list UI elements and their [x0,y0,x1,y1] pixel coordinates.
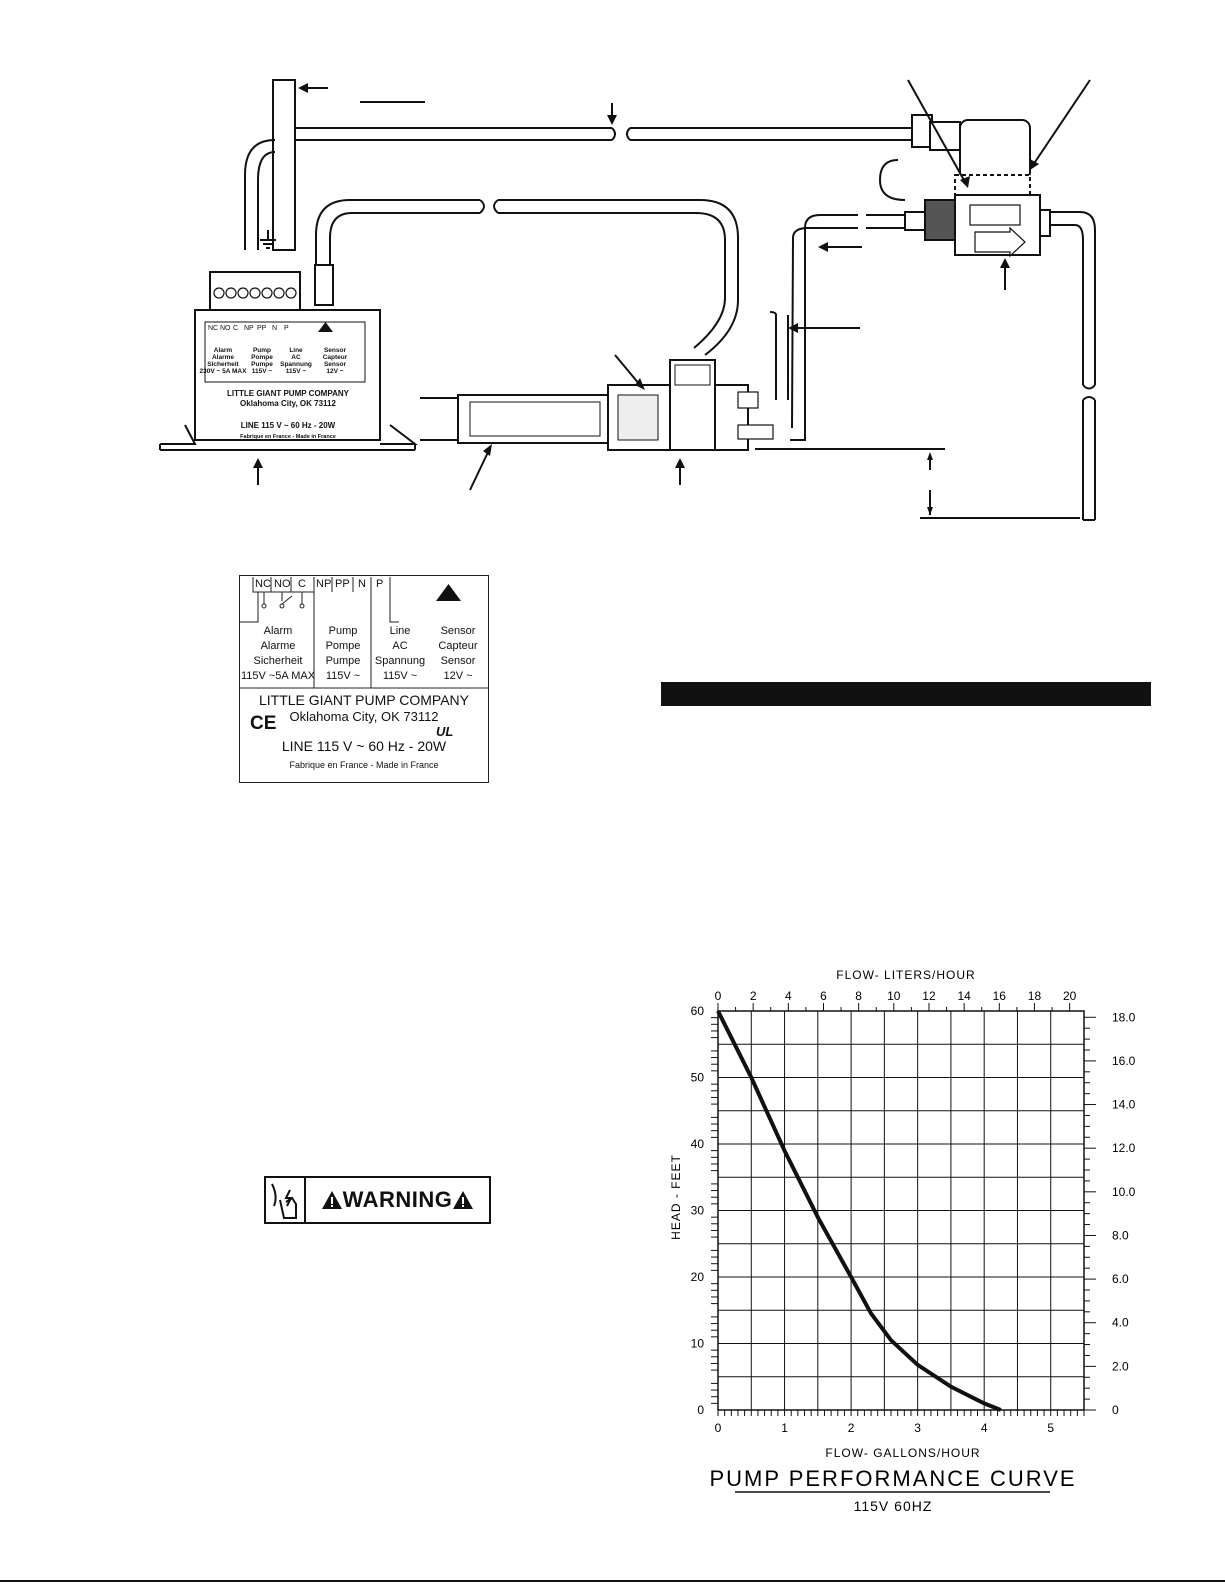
terminal-no: NO [274,578,291,590]
pump-group: Pump Pompe Pumpe 115V ~ [325,625,361,682]
svg-text:Line: Line [289,347,303,354]
x2-tick-label: 16 [993,989,1007,1003]
svg-text:Sensor: Sensor [324,361,347,368]
y-tick-label: 50 [691,1071,705,1085]
svg-text:12V ~: 12V ~ [326,368,343,375]
electric-shock-hand-icon [266,1178,306,1222]
x2-tick-label: 6 [820,989,827,1003]
power-rating: LINE 115 V ~ 60 Hz - 20W [281,738,447,754]
svg-text:NP: NP [244,325,254,332]
warning-label: WARNING [306,1178,489,1222]
svg-text:PP: PP [257,325,267,332]
svg-text:Oklahoma City, OK 73112: Oklahoma City, OK 73112 [240,399,336,408]
svg-text:115V ~: 115V ~ [252,368,273,375]
line-group: Line AC Spannung 115V ~ [374,625,426,682]
svg-text:LINE 115 V ~ 60 Hz - 20W: LINE 115 V ~ 60 Hz - 20W [241,421,336,430]
svg-text:Pump: Pump [253,347,271,354]
svg-text:Spannung: Spannung [280,361,312,368]
x2-tick-label: 2 [750,989,757,1003]
terminal-p: P [376,578,384,590]
x-tick-label: 1 [781,1421,788,1435]
chart-subtitle: 115V 60HZ [854,1498,933,1514]
company-city: Oklahoma City, OK 73112 [289,709,439,724]
installation-diagram: NC NO C NP PP N P Alarm Alarme Sicherhei… [159,79,1096,521]
terminal-np: NP [316,578,332,590]
svg-text:Alarme: Alarme [212,354,234,361]
y2-tick-label: 0 [1112,1403,1119,1417]
footer-rule [0,1580,1225,1582]
ce-mark: CE [250,713,277,734]
label-frame [240,577,488,689]
y2-tick-label: 2.0 [1112,1359,1129,1373]
svg-text:Sicherheit: Sicherheit [207,361,239,368]
svg-text:Pumpe: Pumpe [251,361,273,368]
x-tick-label: 3 [914,1421,921,1435]
y-tick-label: 20 [691,1270,705,1284]
performance-curve [716,1010,1002,1412]
mini-terminals: NC [208,325,218,332]
control-box-label: NC NO C NP PP N P Alarm Alarme Sicherhei… [239,575,489,783]
svg-text:Sensor: Sensor [324,347,347,354]
svg-text:Capteur: Capteur [323,354,348,361]
svg-text:115V ~: 115V ~ [286,368,307,375]
y-tick-label: 10 [691,1337,705,1351]
sensor-group: Sensor Capteur Sensor 12V ~ [438,625,478,682]
y2-tick-label: 14.0 [1112,1098,1136,1112]
y2-tick-label: 18.0 [1112,1010,1136,1024]
y2-tick-label: 8.0 [1112,1228,1129,1242]
svg-text:P: P [284,325,289,332]
terminal-c: C [298,578,306,590]
svg-text:N: N [272,325,277,332]
y2-tick-label: 4.0 [1112,1316,1129,1330]
warning-box: WARNING [264,1176,491,1224]
alert-triangle-icon [453,1191,474,1209]
ul-mark: UL [436,724,454,739]
y-axis-label: HEAD - FEET [669,1154,683,1240]
svg-text:NO: NO [220,325,231,332]
x2-tick-label: 12 [922,989,936,1003]
x-tick-label: 4 [981,1421,988,1435]
made-in: Fabrique en France - Made in France [289,760,439,770]
terminal-n: N [358,578,366,590]
alarm-group: Alarm Alarme Sicherheit 115V ~5A MAX [240,625,316,682]
company-name: LITTLE GIANT PUMP COMPANY [258,692,470,708]
x2-tick-label: 0 [715,989,722,1003]
y-tick-label: 60 [691,1004,705,1018]
svg-text:AC: AC [291,354,301,361]
svg-text:Fabrique en France - Made in F: Fabrique en France - Made in France [240,434,336,440]
y-tick-label: 30 [691,1204,705,1218]
terminal-pp: PP [335,578,350,590]
x-tick-label: 5 [1047,1421,1054,1435]
alert-triangle-icon [321,1191,342,1209]
y2-tick-label: 10.0 [1112,1185,1136,1199]
svg-text:Pompe: Pompe [251,354,273,361]
x-axis-label: FLOW- GALLONS/HOUR [825,1446,980,1460]
x2-tick-label: 8 [855,989,862,1003]
x-tick-label: 0 [715,1421,722,1435]
x-tick-label: 2 [848,1421,855,1435]
svg-text:C: C [233,325,238,332]
x2-tick-label: 20 [1063,989,1077,1003]
svg-text:LITTLE GIANT PUMP COMPANY: LITTLE GIANT PUMP COMPANY [227,389,350,398]
x2-tick-label: 18 [1028,989,1042,1003]
y2-tick-label: 16.0 [1112,1054,1136,1068]
y2-tick-label: 12.0 [1112,1141,1136,1155]
y-tick-label: 40 [691,1137,705,1151]
svg-text:230V ~ 5A MAX: 230V ~ 5A MAX [200,368,248,375]
x2-tick-label: 14 [957,989,971,1003]
y-tick-label: 0 [697,1403,704,1417]
x2-tick-label: 4 [785,989,792,1003]
y2-tick-label: 6.0 [1112,1272,1129,1286]
svg-text:Alarm: Alarm [214,347,233,354]
x2-tick-label: 10 [887,989,901,1003]
chart-title: PUMP PERFORMANCE CURVE [709,1466,1076,1491]
terminal-nc: NC [255,578,271,590]
section-banner [661,682,1151,706]
x2-axis-label: FLOW- LITERS/HOUR [836,968,975,982]
